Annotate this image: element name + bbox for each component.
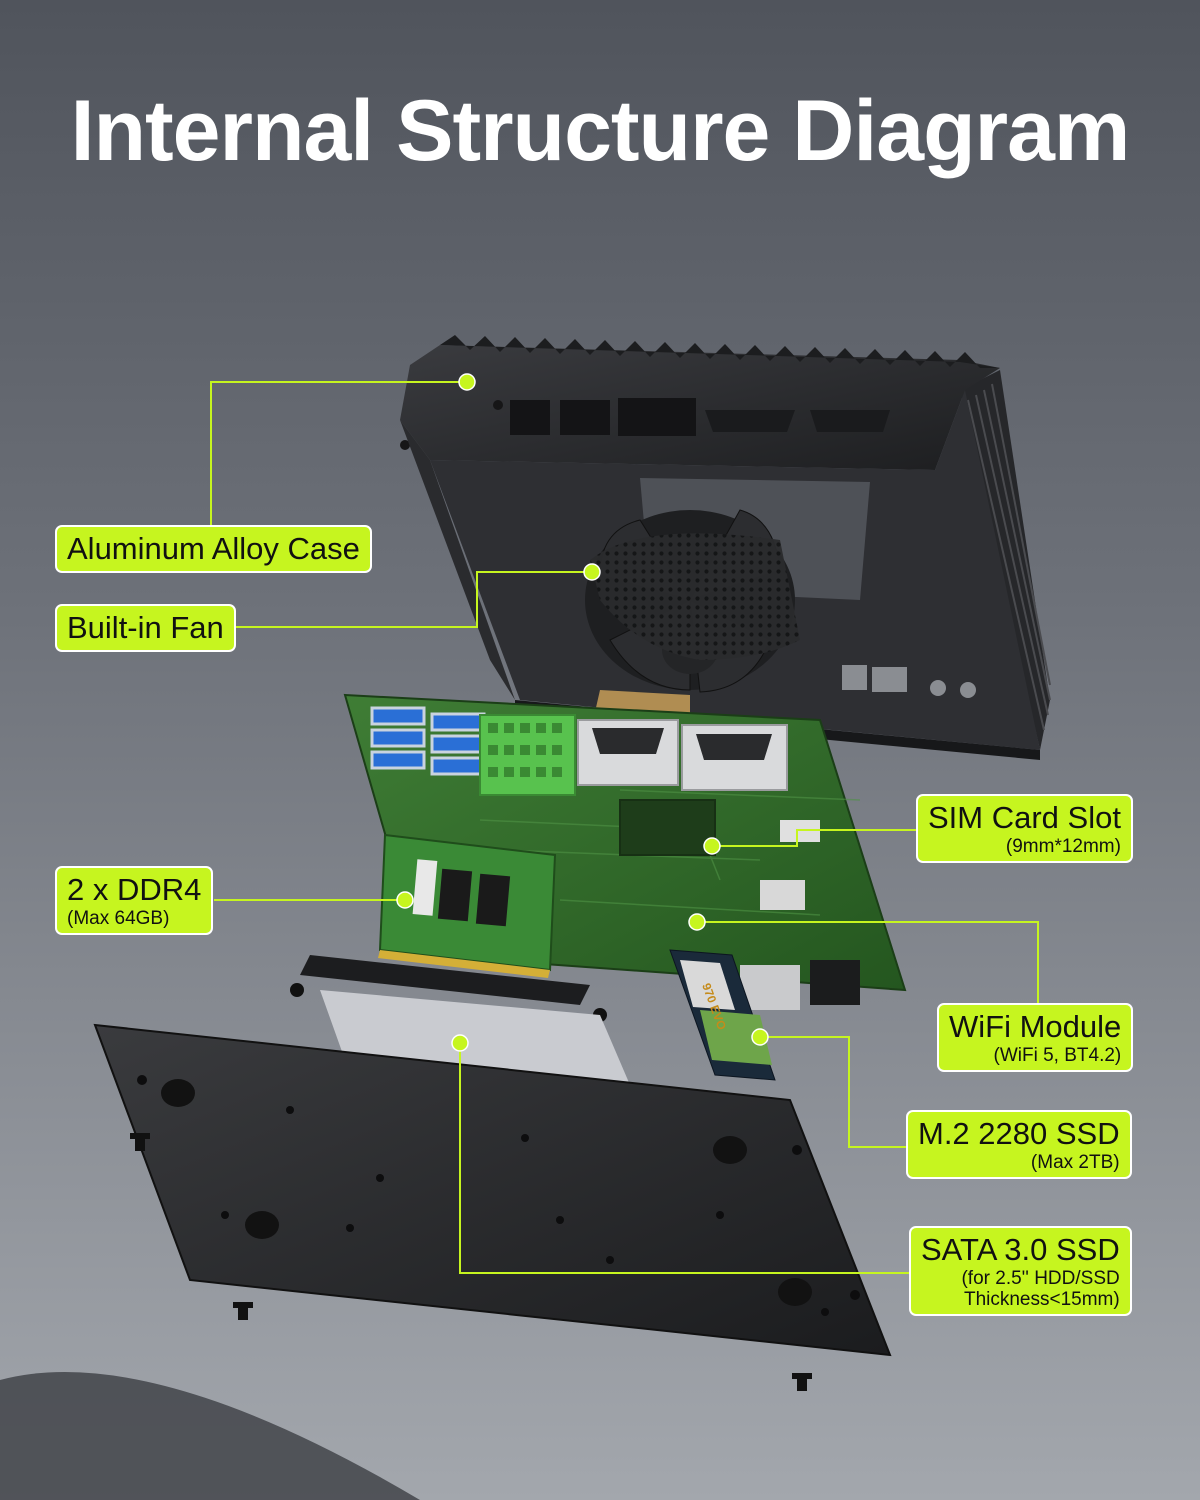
label-aluminum-case: Aluminum Alloy Case [55,525,372,573]
leader-case [210,381,467,535]
page-title: Internal Structure Diagram [70,83,1131,179]
leader-dots [396,373,769,1052]
label-sim-name: SIM Card Slot [928,800,1121,835]
leader-sim [712,829,917,847]
dot-sim [703,837,721,855]
dot-ddr4 [396,891,414,909]
serial-ports [577,719,788,791]
label-sata-detail-2: Thickness<15mm) [963,1289,1120,1310]
label-m2-name: M.2 2280 SSD [918,1116,1120,1151]
label-sata-detail-1: (for 2.5'' HDD/SSD [961,1268,1120,1289]
label-ddr4-name: 2 x DDR4 [67,872,202,907]
label-sim-card-slot: SIM Card Slot (9mm*12mm) [916,794,1133,863]
dot-wifi [688,913,706,931]
label-ddr4: 2 x DDR4 (Max 64GB) [55,866,214,935]
label-ddr4-detail: (Max 64GB) [67,908,170,929]
leader-fan [235,571,592,628]
floor-shadow [0,1372,420,1500]
label-m2-detail: (Max 2TB) [1030,1152,1120,1173]
label-case-name: Aluminum Alloy Case [67,531,360,566]
label-wifi-name: WiFi Module [949,1009,1122,1044]
m2-ssd: 970 EVO [669,949,776,1081]
dot-m2 [751,1028,769,1046]
cooling-fan [585,509,800,715]
dot-fan [583,563,601,581]
label-sata-ssd: SATA 3.0 SSD (for 2.5'' HDD/SSD Thicknes… [909,1226,1132,1316]
dot-case [458,373,476,391]
label-sata-name: SATA 3.0 SSD [921,1232,1120,1267]
dot-sata [451,1034,469,1052]
leader-m2 [760,1036,907,1148]
leader-lines [210,381,1039,1274]
ram-module [378,833,557,978]
label-wifi-detail: (WiFi 5, BT4.2) [993,1045,1122,1066]
label-wifi-module: WiFi Module (WiFi 5, BT4.2) [937,1003,1134,1072]
usb-ports [370,706,486,776]
leader-wifi [697,921,1039,1003]
label-m2-ssd: M.2 2280 SSD (Max 2TB) [906,1110,1132,1179]
label-sim-detail: (9mm*12mm) [1005,836,1121,857]
label-built-in-fan: Built-in Fan [55,604,236,652]
leader-sata [459,1043,912,1274]
label-fan-name: Built-in Fan [67,610,224,645]
